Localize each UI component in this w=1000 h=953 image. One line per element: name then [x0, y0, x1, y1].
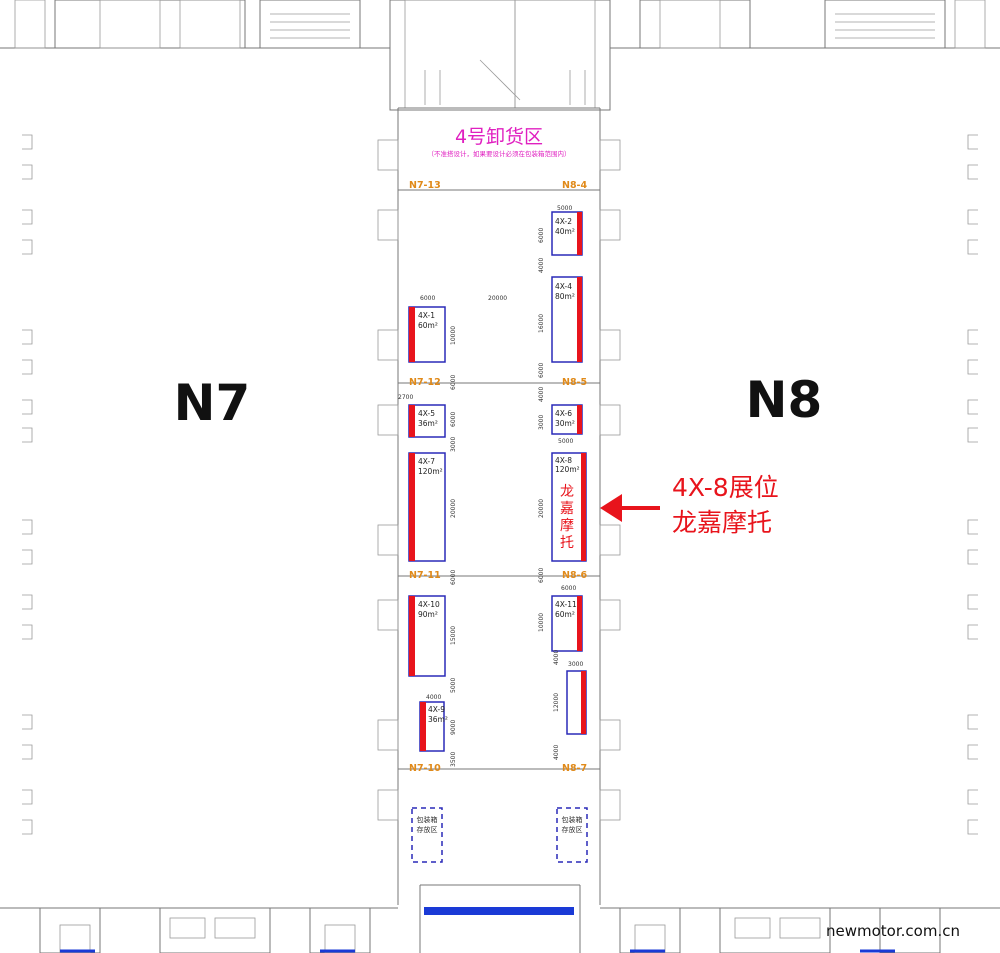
door-n7-13: N7-13	[409, 180, 441, 191]
dim-label: 10000	[538, 613, 545, 632]
dim-label: 3000	[538, 415, 545, 430]
dim-label: 2700	[398, 394, 413, 401]
booth-4x-5[interactable]: 4X-5 36m²	[408, 404, 446, 438]
dim-label: 10000	[450, 326, 457, 345]
booth-4x-1[interactable]: 4X-1 60m²	[408, 306, 446, 363]
booth-area: 36m²	[428, 715, 448, 724]
booth-id: 4X-5	[418, 409, 435, 418]
dim-label: 9000	[450, 720, 457, 735]
dim-label: 5000	[557, 205, 572, 212]
dim-label: 20000	[538, 499, 545, 518]
dim-label: 16000	[538, 314, 545, 333]
booth-id: 4X-10	[418, 600, 440, 609]
booth-area: 120m²	[555, 465, 580, 474]
hall-door-markers	[22, 134, 978, 835]
booth-id: 4X-9	[428, 705, 445, 714]
booth-4x-10[interactable]: 4X-10 90m²	[408, 595, 446, 677]
top-building-structure	[0, 0, 1000, 111]
hall-n7-label: N7	[174, 374, 251, 432]
booth-id: 4X-7	[418, 457, 435, 466]
exhibitor-char: 龙	[560, 484, 574, 500]
door-n8-7: N8-7	[562, 763, 587, 774]
door-n8-5: N8-5	[562, 377, 587, 388]
dim-label: 6000	[538, 363, 545, 378]
dim-label: 6000	[450, 570, 457, 585]
dim-label: 6000	[538, 228, 545, 243]
booth-4x-11[interactable]: 4X-11 60m²	[551, 595, 583, 652]
dim-label: 20000	[450, 499, 457, 518]
callout-line-2: 龙嘉摩托	[672, 508, 772, 537]
booth-area: 80m²	[555, 292, 575, 301]
packing-label: 存放区	[417, 825, 438, 834]
loading-area-note: （不准搭设计，如果要设计必须在包装箱范围内）	[428, 149, 571, 158]
door-n8-4: N8-4	[562, 180, 588, 191]
dim-label: 12000	[553, 693, 560, 712]
entrance-bar	[424, 907, 574, 915]
door-n7-10: N7-10	[409, 763, 441, 774]
dim-label: 4000	[553, 745, 560, 760]
booth-id: 4X-4	[555, 282, 572, 291]
packing-area-left: 包装箱 存放区	[411, 807, 443, 863]
booth-area: 120m²	[418, 467, 443, 476]
dim-label: 4000	[538, 387, 545, 402]
loading-area-title: 4号卸货区	[455, 126, 543, 148]
dim-label: 4000	[553, 650, 560, 665]
exhibitor-char: 摩	[560, 517, 574, 534]
booth-area: 30m²	[555, 419, 575, 428]
dim-label: 5000	[450, 678, 457, 693]
booth-id: 4X-2	[555, 217, 572, 226]
booth-unlabeled[interactable]	[566, 670, 587, 735]
door-n8-6: N8-6	[562, 570, 588, 581]
booth-area: 60m²	[418, 321, 438, 330]
booth-id: 4X-11	[555, 600, 577, 609]
callout-line-1: 4X-8展位	[672, 473, 779, 502]
dim-label: 6000	[450, 412, 457, 427]
booth-4x-6[interactable]: 4X-6 30m²	[551, 404, 583, 435]
booth-4x-9[interactable]: 4X-9 36m²	[419, 701, 448, 752]
dim-label: 4000	[426, 694, 441, 701]
dim-label: 15000	[450, 626, 457, 645]
watermark: newmotor.com.cn	[826, 922, 960, 940]
booth-id: 4X-8	[555, 456, 572, 465]
packing-area-right: 包装箱 存放区	[556, 807, 588, 863]
dim-label: 6000	[561, 585, 576, 592]
booth-area: 40m²	[555, 227, 575, 236]
booth-area: 60m²	[555, 610, 575, 619]
bottom-building-structure	[0, 907, 1000, 953]
callout-arrow-icon	[600, 494, 622, 522]
booth-4x-4[interactable]: 4X-4 80m²	[551, 276, 583, 363]
exhibitor-char: 嘉	[560, 501, 574, 517]
dimension-labels: 6000 20000 5000 6000 4000 16000 10000 60…	[398, 205, 583, 767]
packing-label: 包装箱	[417, 815, 438, 824]
dim-label: 5000	[558, 438, 573, 445]
door-n7-12: N7-12	[409, 377, 441, 388]
dim-label: 3000	[568, 661, 583, 668]
exhibitor-char: 托	[560, 535, 574, 551]
dim-label: 3500	[450, 752, 457, 767]
dim-label: 3000	[450, 437, 457, 452]
booth-id: 4X-1	[418, 311, 435, 320]
booth-area: 90m²	[418, 610, 438, 619]
corridor-structure	[377, 107, 621, 953]
booth-4x-7[interactable]: 4X-7 120m²	[408, 452, 446, 562]
booth-4x-8[interactable]: 4X-8 120m² 龙 嘉 摩 托	[551, 452, 587, 562]
dim-label: 4000	[538, 258, 545, 273]
booth-area: 36m²	[418, 419, 438, 428]
packing-label: 存放区	[562, 825, 583, 834]
dim-label: 6000	[538, 568, 545, 583]
booth-4x-2[interactable]: 4X-2 40m²	[551, 211, 583, 256]
packing-label: 包装箱	[562, 815, 583, 824]
dim-label: 6000	[450, 375, 457, 390]
booth-callout: 4X-8展位 龙嘉摩托	[600, 473, 779, 537]
hall-n8-label: N8	[746, 371, 823, 429]
booth-id: 4X-6	[555, 409, 572, 418]
door-n7-11: N7-11	[409, 570, 441, 581]
dim-label: 6000	[420, 295, 435, 302]
dim-label: 20000	[488, 295, 507, 302]
